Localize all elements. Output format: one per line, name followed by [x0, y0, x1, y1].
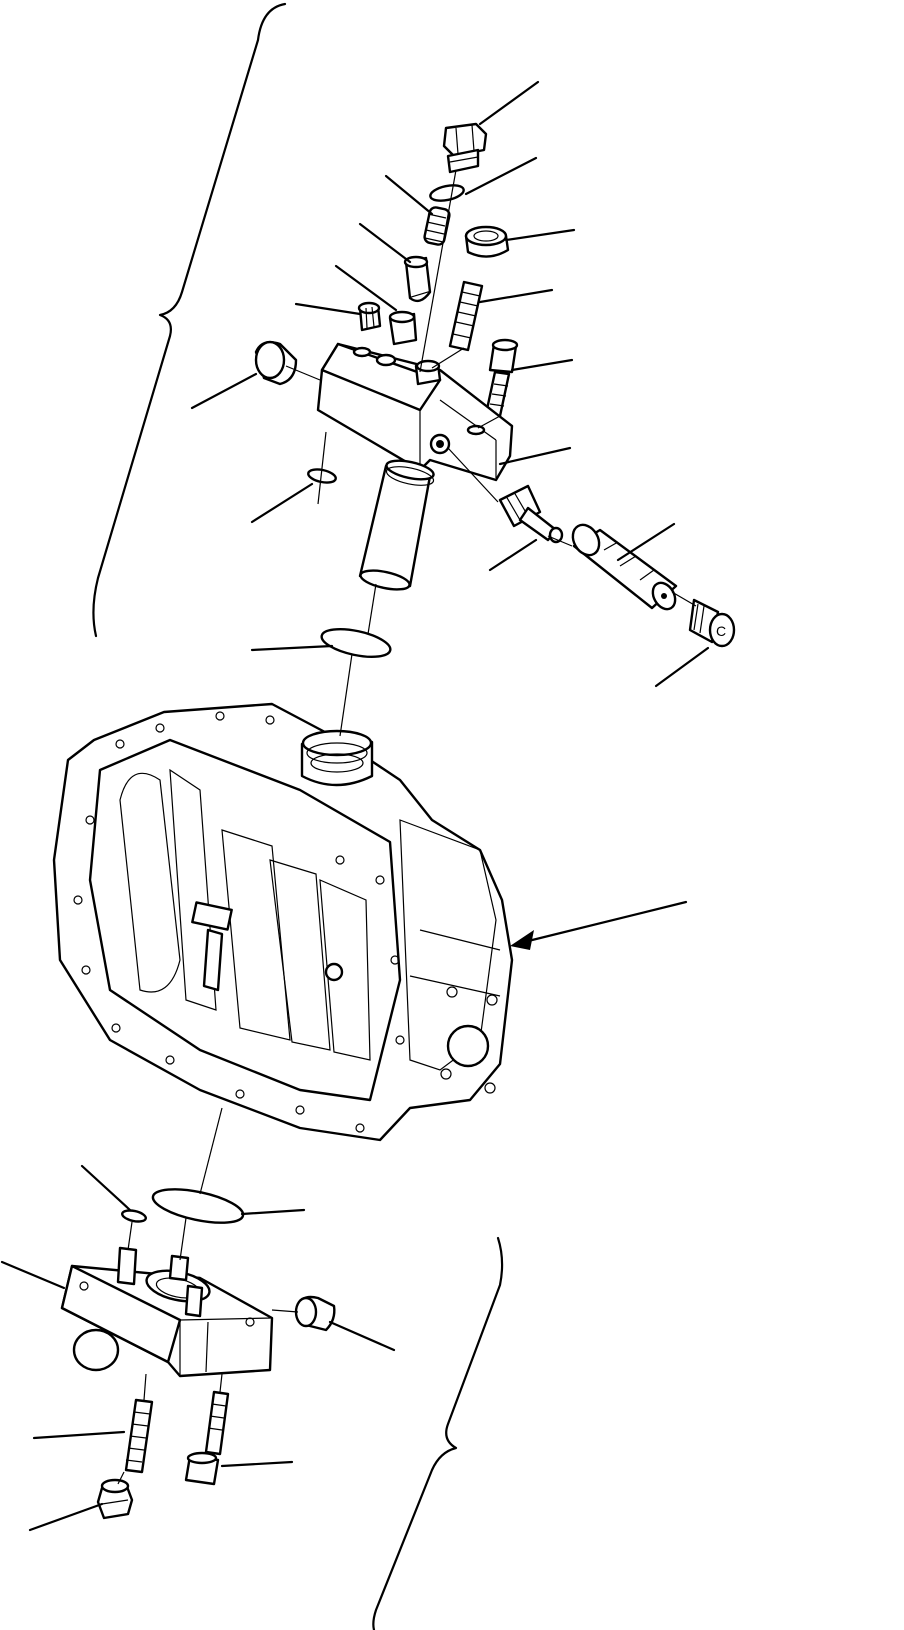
transmission-housing	[52, 702, 514, 1142]
lower-body	[60, 1246, 274, 1378]
plug-c-marker: C	[716, 623, 726, 639]
valve-body-cylinder	[358, 459, 435, 591]
valve-body	[316, 342, 514, 482]
sleeve	[388, 310, 418, 346]
o-ring-small-lower	[121, 1209, 147, 1223]
upper-group-brace	[92, 2, 287, 638]
plug-upper	[442, 122, 488, 174]
cap-screw	[484, 338, 519, 418]
spring-long	[448, 280, 484, 352]
spacer	[403, 255, 432, 303]
cap-screw-lower	[184, 1390, 230, 1486]
o-ring-large	[320, 627, 392, 659]
stud	[124, 1398, 154, 1474]
o-ring-plug	[429, 184, 465, 202]
check-valve	[498, 484, 564, 544]
plug-c: C	[688, 598, 736, 648]
callout-leaders	[0, 80, 710, 1532]
cap-small	[357, 301, 382, 332]
plug-side	[254, 340, 298, 386]
plug-lower	[96, 1478, 134, 1520]
plug-flanged	[464, 225, 510, 258]
alignment-lines	[117, 169, 697, 1485]
lower-group-brace	[372, 1236, 504, 1630]
spool	[571, 523, 678, 611]
spring-upper	[423, 206, 451, 246]
o-ring-lower-large	[151, 1188, 245, 1224]
plug-lower-side	[294, 1295, 336, 1332]
